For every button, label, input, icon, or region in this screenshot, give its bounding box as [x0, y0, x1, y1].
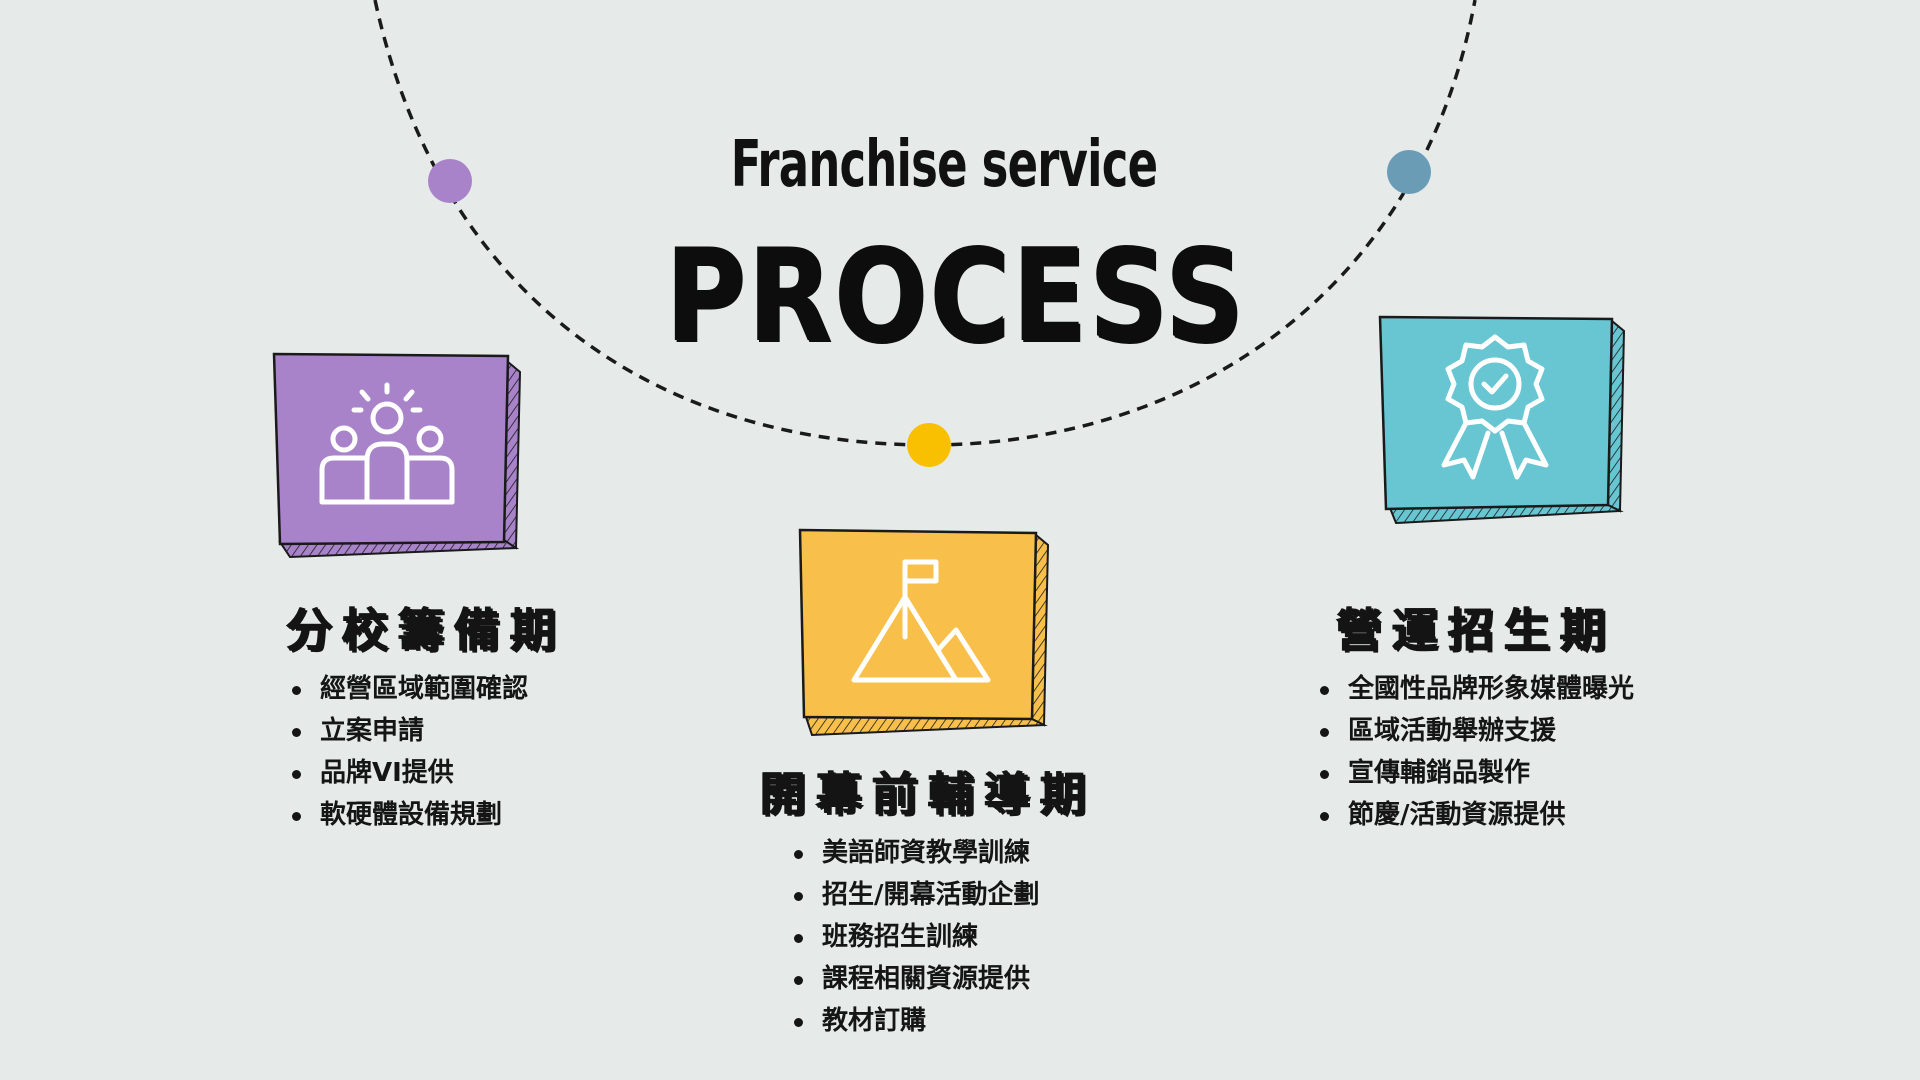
team-leader-icon: [319, 382, 455, 505]
list-item: 全國性品牌形象媒體曝光: [1316, 668, 1634, 710]
list-item: 班務招生訓練: [790, 916, 1040, 958]
mountain-flag-icon: [851, 559, 991, 683]
phase-card-operation: [1378, 315, 1628, 529]
card-block-teal: [1378, 315, 1626, 525]
list-item: 招生/開幕活動企劃: [790, 874, 1040, 916]
diagram-title: PROCESS: [664, 222, 1246, 371]
dashed-arc-path: [373, 0, 1477, 447]
phase-list-preparation: 經營區域範圍確認 立案申請 品牌VI提供 軟硬體設備規劃: [288, 668, 528, 836]
list-item: 區域活動舉辦支援: [1316, 710, 1634, 752]
card-block-purple: [272, 352, 522, 559]
phase-title-operation: 營運招生期: [1336, 603, 1616, 657]
list-item: 節慶/活動資源提供: [1316, 794, 1634, 836]
card-block-yellow: [798, 528, 1050, 737]
phase-list-pre-opening: 美語師資教學訓練 招生/開幕活動企劃 班務招生訓練 課程相關資源提供 教材訂購: [790, 832, 1040, 1042]
list-item: 課程相關資源提供: [790, 958, 1040, 1000]
phase-list-operation: 全國性品牌形象媒體曝光 區域活動舉辦支援 宣傳輔銷品製作 節慶/活動資源提供: [1316, 668, 1634, 836]
list-item: 教材訂購: [790, 1000, 1040, 1042]
award-badge-icon: [1441, 334, 1549, 480]
list-item: 經營區域範圍確認: [288, 668, 528, 710]
diagram-subtitle: Franchise service: [730, 128, 1158, 202]
list-item: 立案申請: [288, 710, 528, 752]
arc-dot-yellow: [907, 423, 951, 467]
list-item: 軟硬體設備規劃: [288, 794, 528, 836]
arc-dot-purple: [428, 159, 472, 203]
list-item: 美語師資教學訓練: [790, 832, 1040, 874]
phase-title-preparation: 分校籌備期: [286, 603, 566, 657]
arc-dot-blue: [1387, 150, 1431, 194]
phase-title-pre-opening: 開幕前輔導期: [760, 767, 1096, 821]
phase-card-preparation: [272, 352, 522, 566]
phase-card-pre-opening: [798, 527, 1050, 741]
list-item: 品牌VI提供: [288, 752, 528, 794]
list-item: 宣傳輔銷品製作: [1316, 752, 1634, 794]
